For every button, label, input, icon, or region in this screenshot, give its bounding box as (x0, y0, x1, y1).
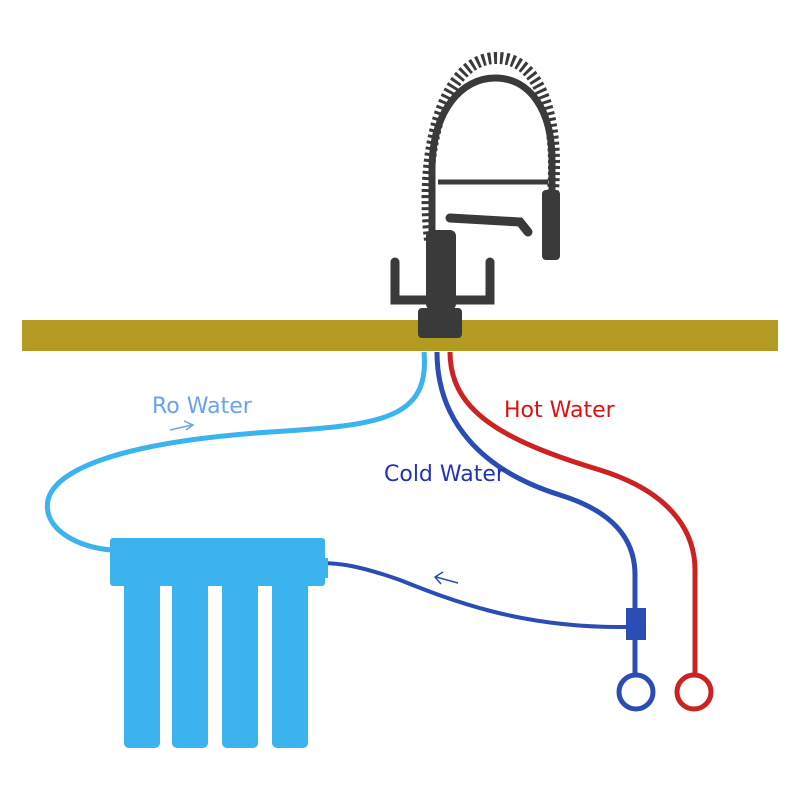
filter-manifold (110, 538, 325, 586)
cold-water-inlet (616, 672, 656, 712)
hot-water-inlet (674, 672, 714, 712)
countertop (22, 320, 778, 351)
faucet-spout (445, 213, 533, 237)
ro-water-label: Ro Water (152, 394, 252, 419)
faucet-body (426, 230, 456, 310)
faucet-icon (390, 51, 560, 338)
filter-cartridge (124, 580, 160, 748)
faucet-base (418, 308, 462, 338)
ro-filter-unit (110, 538, 328, 748)
faucet-neck (428, 74, 556, 294)
cold-water-line (434, 351, 638, 675)
hot-water-label: Hot Water (504, 398, 615, 423)
ro-water-line (44, 351, 427, 553)
filter-feed-line (319, 561, 627, 630)
filter-cartridge (272, 580, 308, 748)
arrow-left-icon (433, 571, 459, 585)
faucet-spring-coil (421, 51, 560, 241)
cold-water-label: Cold Water (384, 462, 505, 487)
filter-cartridge (172, 580, 208, 748)
cold-water-tee-valve (626, 608, 646, 640)
faucet-handle-right (445, 257, 495, 305)
filter-cartridge (222, 580, 258, 748)
filter-mount-tab (318, 558, 328, 578)
faucet-spray-head (542, 190, 560, 260)
hot-water-line (447, 351, 698, 675)
faucet-handle-left (390, 257, 437, 305)
arrow-right-icon (169, 420, 195, 431)
